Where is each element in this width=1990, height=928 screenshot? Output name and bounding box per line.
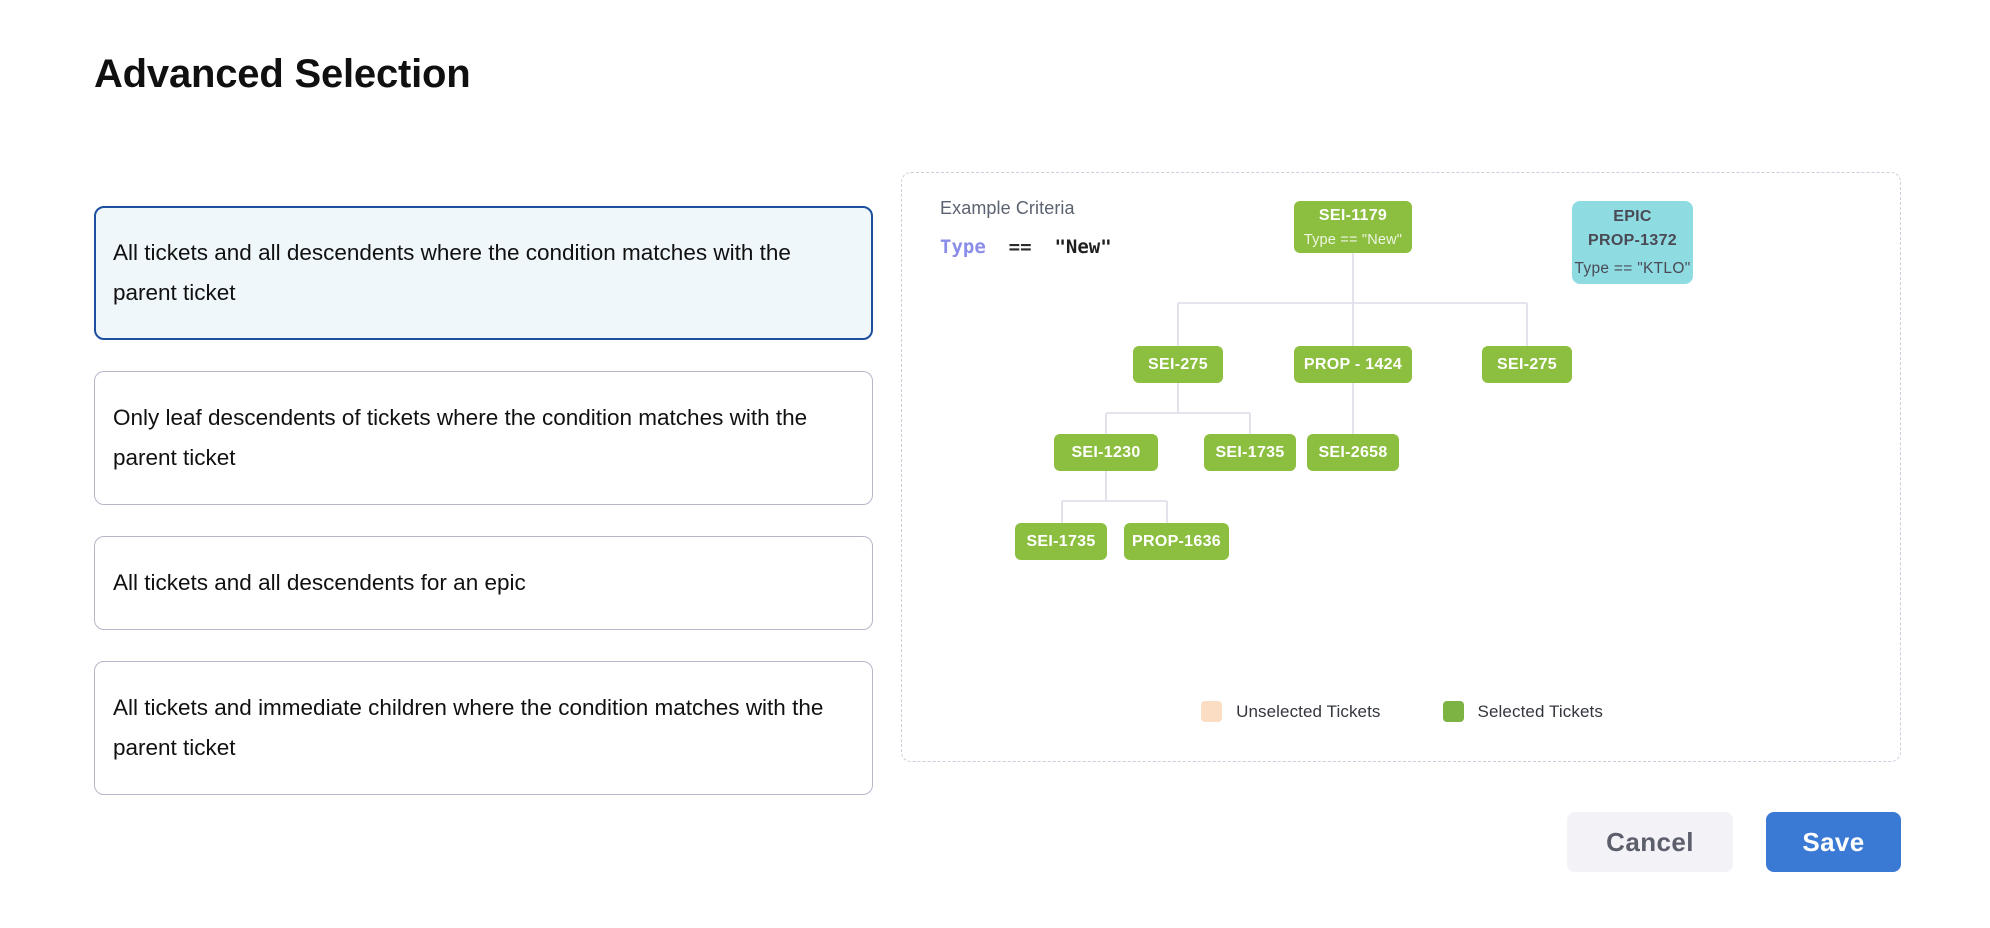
tree-node-sei-275-left[interactable]: SEI-275 (1133, 346, 1223, 383)
option-card-immediate-children-condition[interactable]: All tickets and immediate children where… (94, 661, 873, 795)
legend-swatch-unselected-icon (1201, 701, 1223, 722)
option-card-leaf-descendents-condition[interactable]: Only leaf descendents of tickets where t… (94, 371, 873, 505)
criteria-key: Type (940, 236, 986, 258)
tree-node-epic-prop-1372[interactable]: EPIC PROP-1372 Type == "KTLO" (1572, 201, 1693, 284)
selection-options-list: All tickets and all descendents where th… (94, 206, 873, 826)
tree-node-prop-1636[interactable]: PROP-1636 (1124, 523, 1229, 560)
save-button[interactable]: Save (1766, 812, 1901, 872)
criteria-value: "New" (1054, 236, 1112, 258)
example-diagram-panel: Example Criteria Type == "New" (901, 172, 1901, 762)
option-label: All tickets and immediate children where… (113, 695, 824, 760)
epic-kind-label: EPIC (1613, 207, 1652, 225)
legend-label-selected: Selected Tickets (1477, 701, 1603, 721)
ticket-hierarchy-tree: EPIC PROP-1372 Type == "KTLO" SEI-1179 T… (902, 173, 1902, 763)
tree-connector-lines (1061, 253, 1528, 523)
tree-node-sei-1230[interactable]: SEI-1230 (1054, 434, 1158, 471)
legend-item-unselected: Unselected Tickets (1201, 701, 1380, 722)
legend-item-selected: Selected Tickets (1442, 701, 1603, 722)
tree-node-sei-1735-leaf[interactable]: SEI-1735 (1015, 523, 1107, 560)
node-ticket-label: SEI-1179 (1318, 206, 1388, 224)
diagram-legend: Unselected Tickets Selected Tickets (902, 701, 1902, 722)
tree-node-sei-2658[interactable]: SEI-2658 (1307, 434, 1399, 471)
option-label: All tickets and all descendents for an e… (113, 570, 526, 595)
node-ticket-label: SEI-275 (1497, 355, 1557, 373)
example-criteria-title: Example Criteria (940, 198, 1075, 218)
epic-condition-label: Type == "KTLO" (1574, 259, 1691, 277)
node-ticket-label: PROP-1636 (1132, 532, 1221, 550)
node-ticket-label: PROP - 1424 (1303, 355, 1403, 373)
dialog-footer: Cancel Save (1567, 812, 1901, 872)
node-condition-label: Type == "New" (1303, 231, 1403, 248)
node-ticket-label: SEI-1735 (1215, 443, 1285, 461)
cancel-button[interactable]: Cancel (1567, 812, 1733, 872)
node-ticket-label: SEI-275 (1148, 355, 1208, 373)
legend-label-unselected: Unselected Tickets (1236, 701, 1381, 721)
node-ticket-label: SEI-2658 (1318, 443, 1388, 461)
option-label: All tickets and all descendents where th… (113, 240, 791, 305)
option-card-all-descendents-condition[interactable]: All tickets and all descendents where th… (94, 206, 873, 340)
option-card-all-descendents-epic[interactable]: All tickets and all descendents for an e… (94, 536, 873, 630)
page-title: Advanced Selection (94, 52, 471, 96)
option-label: Only leaf descendents of tickets where t… (113, 405, 808, 470)
tree-node-sei-1179[interactable]: SEI-1179 Type == "New" (1294, 201, 1412, 253)
tree-node-sei-1735-mid[interactable]: SEI-1735 (1204, 434, 1296, 471)
example-criteria-block: Example Criteria Type == "New" (940, 198, 1112, 258)
epic-ticket-label: PROP-1372 (1588, 231, 1677, 249)
example-criteria-expression: Type == "New" (940, 236, 1112, 258)
legend-swatch-selected-icon (1442, 701, 1464, 722)
node-ticket-label: SEI-1230 (1071, 443, 1141, 461)
node-ticket-label: SEI-1735 (1026, 532, 1096, 550)
tree-node-sei-275-right[interactable]: SEI-275 (1482, 346, 1572, 383)
tree-node-prop-1424[interactable]: PROP - 1424 (1294, 346, 1412, 383)
criteria-operator: == (1008, 236, 1032, 258)
